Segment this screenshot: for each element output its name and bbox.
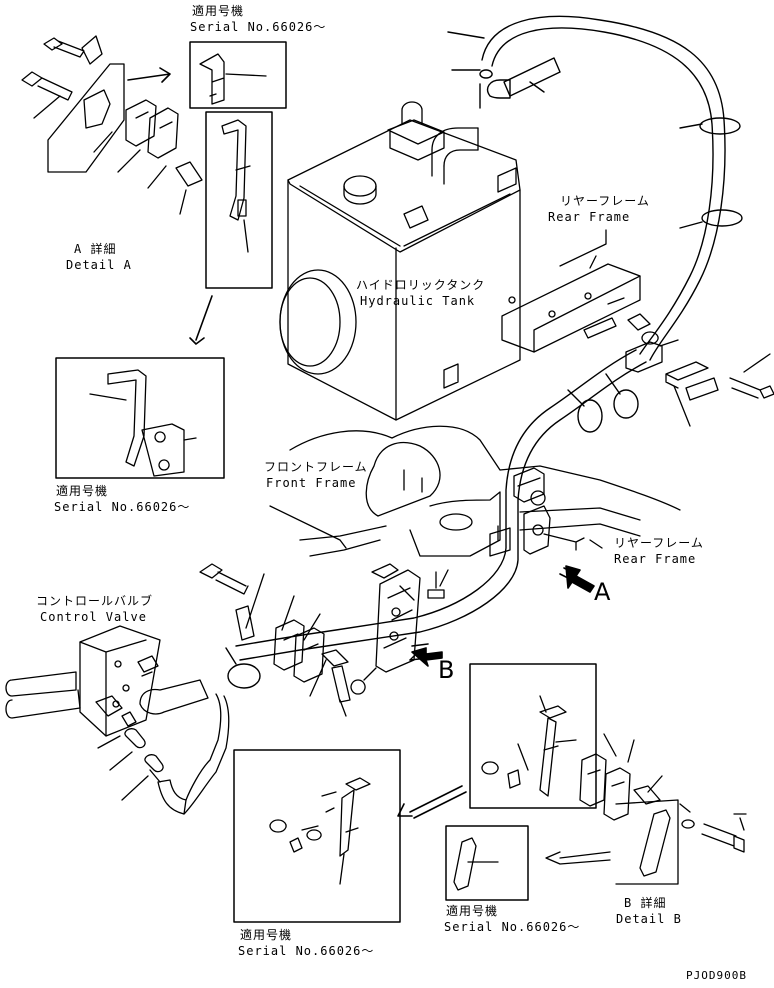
serial-box-top xyxy=(189,41,287,109)
rear-frame-top xyxy=(501,229,641,353)
rear-frame-top-en: Rear Frame xyxy=(548,210,631,224)
serial-box-bottom-right xyxy=(445,825,529,901)
serial-mid-en: Serial No.66026～ xyxy=(54,500,191,514)
detail-b-parts xyxy=(545,799,747,885)
detail-a-en: Detail A xyxy=(66,258,132,272)
detail-b-en: Detail B xyxy=(616,912,682,926)
front-frame-jp: フロントフレーム xyxy=(264,460,368,474)
clamp-parts-b xyxy=(199,563,377,717)
tank-jp: ハイドロリックタンク xyxy=(356,278,486,292)
arrow-a-label: A xyxy=(594,578,612,606)
detail-b-jp: B 詳細 xyxy=(624,896,667,910)
rear-frame-mid-jp: リヤーフレーム xyxy=(614,536,704,550)
label-leaders xyxy=(269,505,603,549)
control-valve xyxy=(5,625,230,815)
detail-a-jp: A 詳細 xyxy=(74,242,117,256)
serial-top-jp: 適用号機 xyxy=(192,4,245,18)
serial-mid-jp: 適用号機 xyxy=(56,484,109,498)
serial-bottom-jp: 適用号機 xyxy=(240,928,293,942)
arrow-a xyxy=(559,565,595,593)
serial-bottom-en: Serial No.66026～ xyxy=(238,944,375,958)
tank-en: Hydraulic Tank xyxy=(360,294,476,308)
detail-b-box xyxy=(469,663,663,821)
bracket-detail-box xyxy=(189,111,273,345)
control-valve-en: Control Valve xyxy=(40,610,147,624)
clamp-assembly-b xyxy=(371,467,585,673)
hydraulic-tank xyxy=(279,101,521,421)
detail-a-parts xyxy=(21,35,203,215)
front-frame xyxy=(289,425,681,557)
serial-bottom-right-en: Serial No.66026～ xyxy=(444,920,581,934)
serial-box-mid xyxy=(55,357,225,479)
drawing-id: PJOD900B xyxy=(686,969,747,982)
rear-frame-clamps xyxy=(583,297,774,427)
serial-box-bottom xyxy=(233,749,401,923)
rear-frame-top-jp: リヤーフレーム xyxy=(560,194,650,208)
serial-bottom-right-jp: 適用号機 xyxy=(446,904,499,918)
rear-frame-mid-en: Rear Frame xyxy=(614,552,697,566)
hose-route-mid xyxy=(225,349,647,689)
front-frame-en: Front Frame xyxy=(266,476,357,490)
arrow-to-bottom-box xyxy=(397,785,467,819)
arrow-b xyxy=(409,643,443,667)
serial-top-en: Serial No.66026～ xyxy=(190,20,327,34)
arrow-b-label: B xyxy=(438,656,456,684)
control-valve-jp: コントロールバルブ xyxy=(36,594,154,608)
hose-route-top xyxy=(447,15,743,361)
